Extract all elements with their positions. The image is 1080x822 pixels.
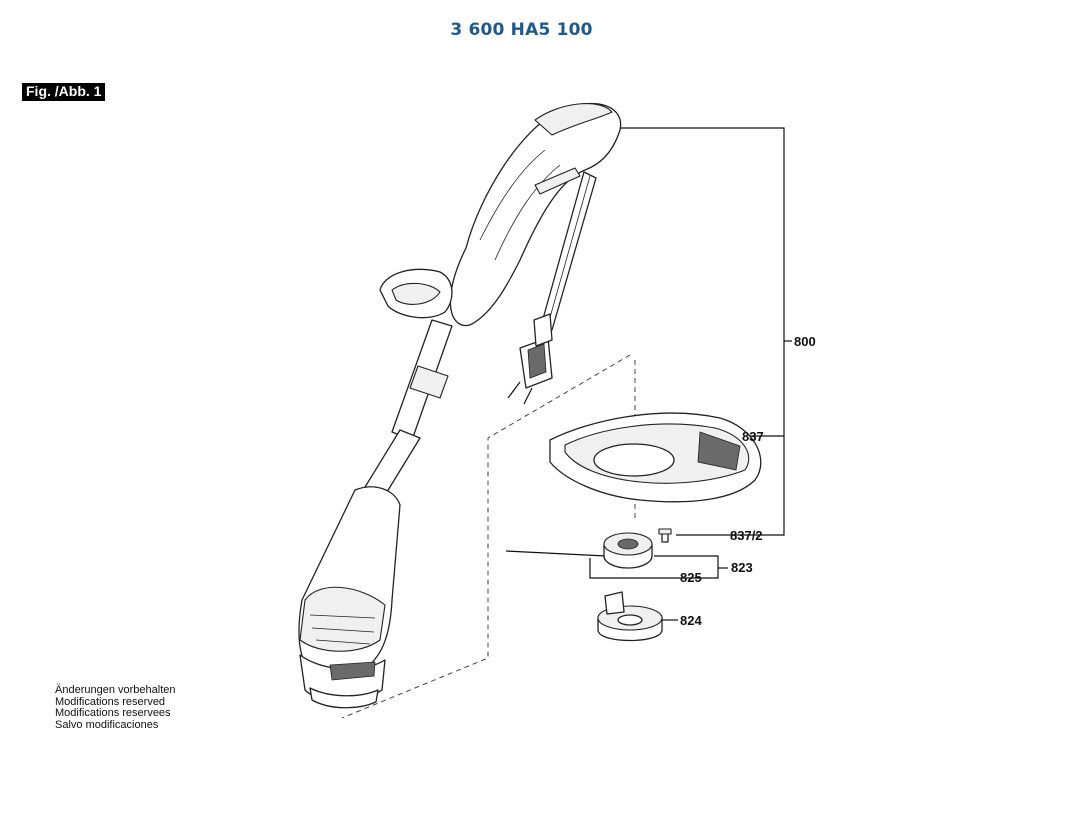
note-line: Modifications reservees bbox=[55, 707, 171, 719]
trimmer-handle bbox=[379, 102, 622, 327]
power-cord-plug bbox=[507, 171, 597, 405]
modification-notes: Änderungen vorbehalten Modifications res… bbox=[55, 684, 176, 731]
leader-lines bbox=[589, 127, 792, 621]
figure-label: Fig. /Abb. 1 bbox=[22, 83, 106, 101]
part-823-spool bbox=[603, 532, 653, 569]
part-label-837-2: 837/2 bbox=[730, 528, 763, 543]
part-label-823: 823 bbox=[731, 560, 753, 575]
part-837-guard bbox=[549, 412, 762, 503]
note-line: Salvo modificaciones bbox=[55, 718, 159, 731]
part-label-825: 825 bbox=[680, 570, 702, 585]
trimmer-shaft bbox=[361, 319, 453, 501]
assembly-guide-lines bbox=[341, 354, 636, 719]
part-824-cap bbox=[597, 591, 663, 642]
part-825-line bbox=[505, 550, 607, 557]
note-line: Modifications reserved bbox=[55, 695, 166, 708]
part-837-2-screw bbox=[658, 528, 672, 543]
part-label-837: 837 bbox=[742, 429, 764, 444]
document-number: 3 600 HA5 100 bbox=[450, 20, 593, 40]
motor-housing bbox=[298, 486, 401, 709]
note-line: Änderungen vorbehalten bbox=[55, 684, 176, 696]
part-label-824: 824 bbox=[680, 613, 702, 628]
part-label-800: 800 bbox=[794, 334, 816, 349]
